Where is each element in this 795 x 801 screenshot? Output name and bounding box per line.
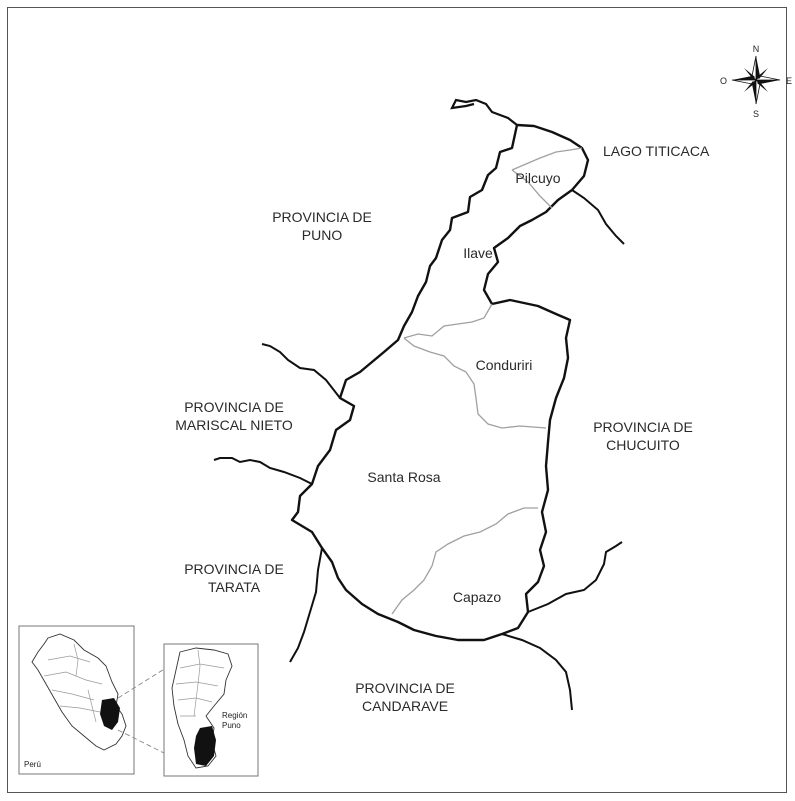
label-mariscal-line1: PROVINCIA DE — [184, 399, 284, 415]
label-candarave-line1: PROVINCIA DE — [355, 680, 455, 696]
inset-connector-top — [117, 667, 167, 699]
label-mariscal-line2: MARISCAL NIETO — [175, 417, 293, 433]
map-frame — [7, 7, 787, 793]
label-puno-line1: PROVINCIA DE — [272, 209, 372, 225]
label-lago-titicaca: LAGO TITICACA — [603, 143, 710, 159]
label-district-capazo: Capazo — [453, 589, 501, 605]
compass-west-label: O — [720, 76, 727, 86]
inset-el-collao-highlight — [194, 726, 216, 766]
label-chucuito-line1: PROVINCIA DE — [593, 419, 693, 435]
province-boundary — [290, 123, 590, 642]
boundary-tarata — [289, 547, 323, 663]
inset-puno-provinces — [175, 649, 225, 717]
inset-region-label-line1: Región — [222, 711, 247, 720]
boundary-mariscal-south — [213, 457, 313, 485]
label-district-santa-rosa: Santa Rosa — [367, 469, 440, 485]
inset-country-label: Perú — [24, 760, 41, 769]
inset-peru-regions — [43, 643, 103, 723]
compass-rose: N S E O — [720, 44, 792, 119]
label-tarata-line2: TARATA — [208, 579, 261, 595]
inset-puno: Región Puno — [163, 643, 259, 777]
lake-shore-line — [450, 98, 518, 126]
label-district-conduriri: Conduriri — [476, 357, 533, 373]
label-tarata-line1: PROVINCIA DE — [184, 561, 284, 577]
compass-star-icon — [731, 55, 781, 105]
boundary-chucuito — [527, 541, 623, 613]
inset-region-label-line2: Puno — [222, 721, 241, 730]
label-chucuito-line2: CHUCUITO — [606, 437, 680, 453]
lake-shore-line-east — [571, 189, 625, 245]
compass-north-label: N — [753, 44, 760, 54]
inset-puno-region-highlight — [100, 698, 120, 730]
label-district-ilave: Ilave — [463, 245, 493, 261]
district-line-pilcuyo — [511, 147, 583, 209]
district-line-ilave-conduriri — [403, 303, 493, 339]
boundary-candarave — [501, 633, 573, 711]
label-candarave-line2: CANDARAVE — [362, 698, 448, 714]
compass-south-label: S — [753, 109, 759, 119]
district-line-conduriri-santa-rosa — [403, 337, 547, 429]
label-district-pilcuyo: Pilcuyo — [515, 170, 560, 186]
label-puno-line2: PUNO — [302, 227, 343, 243]
inset-peru: Perú — [18, 625, 135, 775]
district-line-santa-rosa-capazo — [391, 507, 538, 615]
compass-east-label: E — [786, 76, 792, 86]
boundary-mariscal-nieto — [261, 343, 341, 399]
